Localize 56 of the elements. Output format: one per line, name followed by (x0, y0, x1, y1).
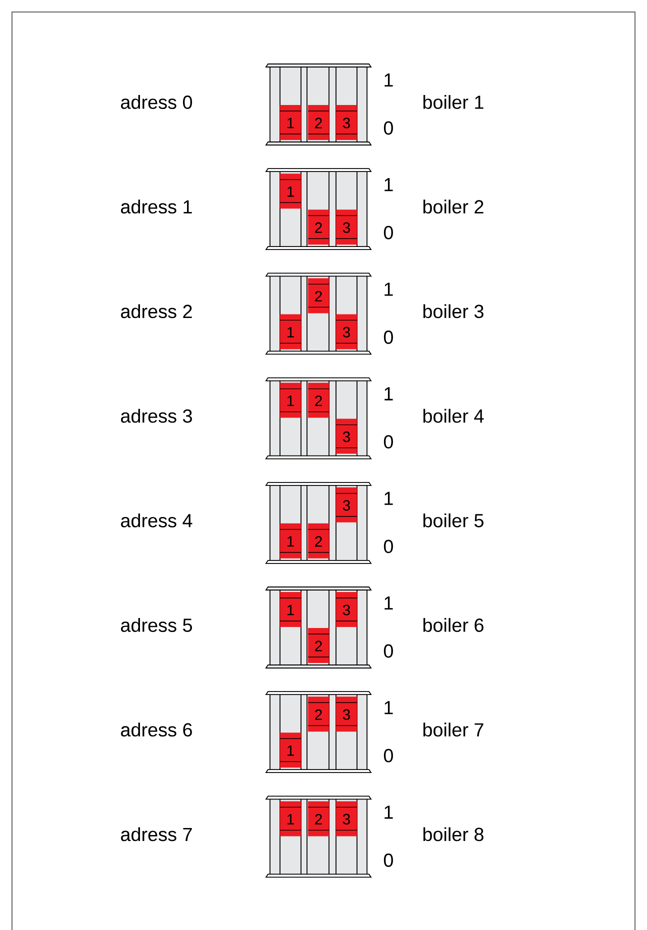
switch-slider: 3 (336, 314, 358, 350)
position-label: 0 (384, 226, 393, 240)
boiler-label: boiler 6 (423, 618, 484, 632)
position-label: 0 (384, 854, 393, 867)
switch-slider: 3 (336, 105, 358, 140)
address-label: adress 0 (121, 95, 192, 109)
switch-slider: 3 (336, 487, 358, 522)
address-label: adress 7 (121, 827, 192, 842)
address-label: adress 4 (121, 513, 192, 528)
switch-slider: 1 (280, 732, 302, 768)
switch-slider: 2 (308, 382, 330, 418)
position-label: 1 (384, 492, 393, 505)
switch-slider: 3 (336, 592, 358, 627)
switch-slider: 2 (308, 801, 330, 836)
position-label: 1 (384, 701, 393, 714)
position-label: 1 (384, 282, 393, 296)
switch-slider: 1 (280, 105, 302, 140)
switch-slider: 1 (280, 382, 302, 418)
switch-slider: 2 (308, 523, 330, 558)
switch-slider: 2 (308, 696, 330, 732)
position-label: 0 (384, 435, 393, 448)
switch-slider: 1 (280, 523, 302, 558)
boiler-label: boiler 7 (423, 722, 484, 737)
address-label: adress 6 (121, 722, 192, 737)
address-label: adress 2 (121, 304, 192, 318)
switch-slider: 3 (336, 801, 358, 836)
address-label: adress 5 (121, 618, 192, 632)
switch-slider: 1 (280, 314, 302, 350)
switch-slider: 2 (308, 278, 330, 314)
position-label: 1 (384, 596, 393, 610)
switch-slider: 1 (280, 592, 302, 627)
switch-slider: 3 (336, 210, 358, 245)
switch-slider: 2 (308, 628, 330, 663)
position-label: 0 (384, 748, 393, 762)
address-label: adress 3 (121, 408, 192, 423)
switch-slider: 2 (308, 210, 330, 245)
boiler-label: boiler 2 (423, 200, 484, 214)
position-label: 0 (384, 330, 393, 344)
position-label: 1 (384, 178, 393, 192)
switch-slider: 2 (308, 105, 330, 140)
position-label: 1 (384, 74, 393, 87)
boiler-label: boiler 1 (423, 95, 484, 109)
boiler-label: boiler 5 (423, 513, 484, 528)
boiler-label: boiler 8 (423, 827, 484, 842)
position-label: 0 (384, 540, 393, 554)
switch-slider: 3 (336, 696, 358, 732)
boiler-label: boiler 3 (423, 304, 484, 318)
switch-slider: 3 (336, 418, 358, 454)
position-label: 0 (384, 121, 393, 135)
switch-slider: 1 (280, 174, 302, 209)
boiler-label: boiler 4 (423, 408, 484, 423)
address-label: adress 1 (121, 200, 192, 214)
position-label: 1 (384, 806, 393, 819)
switch-slider: 1 (280, 801, 302, 836)
position-label: 0 (384, 644, 393, 658)
position-label: 1 (384, 387, 393, 400)
